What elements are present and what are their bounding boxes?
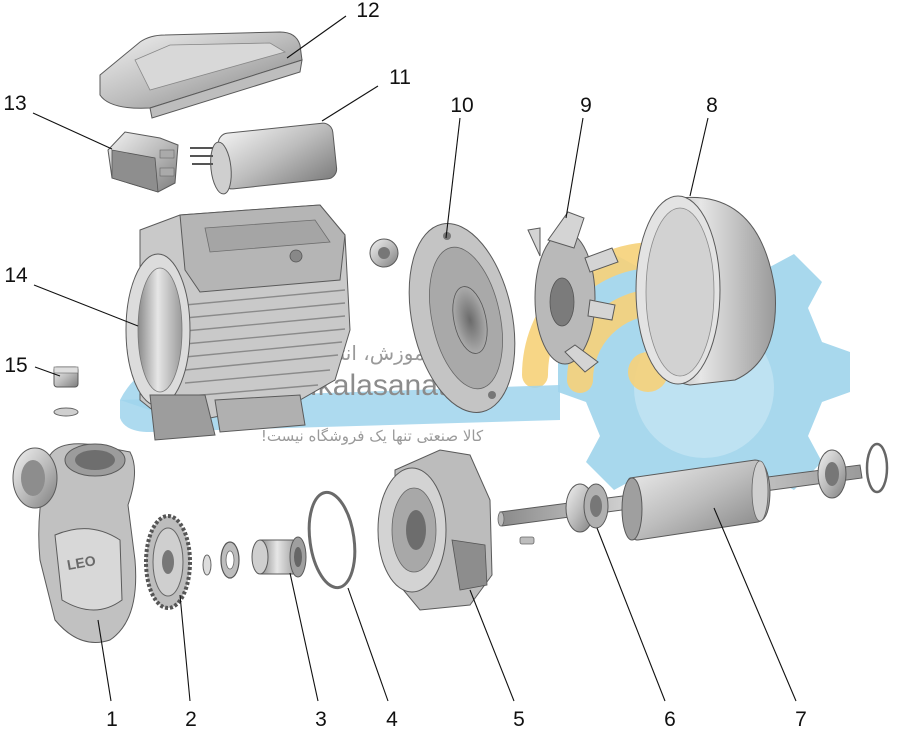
seal-washer <box>202 541 240 579</box>
label-5: 5 <box>513 708 525 729</box>
leader-5 <box>469 589 515 702</box>
part-13-terminal-block <box>107 131 179 193</box>
bearing-cap <box>369 238 399 268</box>
leader-12 <box>286 15 347 59</box>
part-15-drain-plug <box>53 366 79 417</box>
rear-bearing <box>817 442 889 499</box>
part-4-o-ring <box>307 490 357 590</box>
label-6: 6 <box>664 708 676 729</box>
part-2-impeller <box>144 514 192 610</box>
part-7-rotor-shaft <box>497 459 863 545</box>
part-5-pump-bracket <box>377 449 493 611</box>
label-4: 4 <box>386 708 398 729</box>
label-8: 8 <box>706 94 718 117</box>
label-14: 14 <box>4 264 28 287</box>
leader-6 <box>596 527 666 702</box>
label-12: 12 <box>356 0 379 22</box>
leader-13 <box>32 112 113 150</box>
casing-logo: LEO <box>66 552 97 573</box>
leader-2 <box>179 594 191 702</box>
leader-14 <box>33 284 139 327</box>
watermark-slogan: کالا صنعتی تنها یک فروشگاه نیست! <box>261 427 484 445</box>
label-11: 11 <box>389 66 411 89</box>
part-14-motor-housing <box>125 204 351 441</box>
part-number-labels: 1 2 3 4 5 6 7 8 9 10 11 12 13 14 15 <box>3 0 807 729</box>
leader-15 <box>34 366 61 377</box>
label-2: 2 <box>185 708 197 729</box>
label-10: 10 <box>450 94 473 117</box>
leader-lines <box>32 15 797 702</box>
leader-4 <box>347 587 389 702</box>
leader-10 <box>445 117 461 239</box>
label-7: 7 <box>795 708 807 729</box>
part-9-cooling-fan <box>527 211 619 373</box>
part-1-pump-casing: LEO <box>12 443 137 643</box>
leader-3 <box>289 572 319 702</box>
label-9: 9 <box>580 94 592 117</box>
part-10-motor-flange <box>408 223 516 413</box>
leader-9 <box>565 117 584 219</box>
label-15: 15 <box>4 354 27 377</box>
label-13: 13 <box>3 92 26 115</box>
part-11-capacitor <box>190 122 338 195</box>
part-3-mechanical-seal <box>251 536 307 578</box>
part-8-fan-cover <box>635 195 776 386</box>
label-3: 3 <box>315 708 327 729</box>
leader-7 <box>713 507 797 702</box>
label-1: 1 <box>106 708 118 729</box>
leader-8 <box>689 117 709 197</box>
part-6-bearing <box>565 483 609 533</box>
leader-11 <box>321 85 379 122</box>
part-12-terminal-box-cover <box>99 31 303 119</box>
leader-1 <box>97 619 112 702</box>
